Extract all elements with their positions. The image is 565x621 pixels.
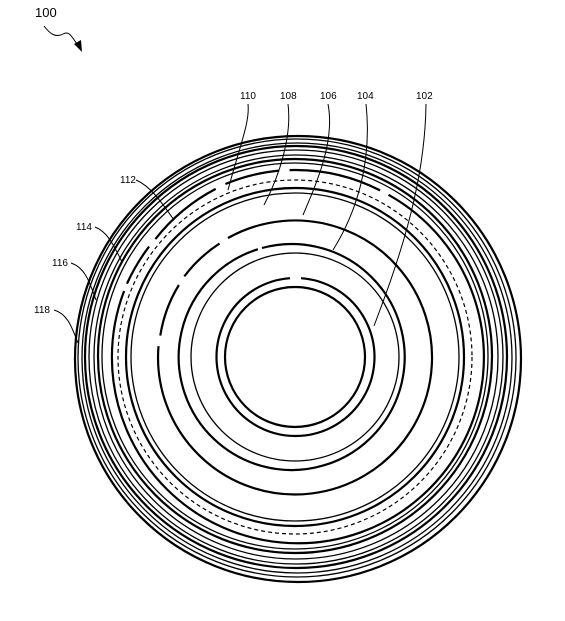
segment-110-3 [224,169,280,186]
label-114: 114 [76,222,92,233]
layer-114-a [101,162,489,550]
ring-104-inner [190,252,400,462]
leader-112 [135,179,175,221]
leader-114 [94,226,123,263]
layer-118-b [81,142,513,574]
layer-116-outer [83,144,509,570]
segmented-layer-110 [110,168,485,545]
leader-110 [227,103,249,191]
segment-110-5 [110,193,485,545]
layer-116-a [88,149,504,565]
label-112: 112 [120,175,136,186]
leader-lines [53,103,427,344]
label-108: 108 [280,91,297,102]
leader-118 [53,309,79,344]
layer-118-a [77,138,517,578]
layer-108-inner [130,192,460,522]
label-104: 104 [357,91,374,102]
dashed-layer-112 [117,179,473,535]
label-118: 118 [34,305,50,316]
layer-108 [124,186,466,528]
leader-108 [263,103,290,206]
label-102: 102 [416,91,433,102]
inner-c-ring-102 [215,277,376,438]
leader-102 [373,103,427,327]
layer-114-outer [96,157,494,555]
label-116: 116 [52,258,68,269]
gapped-ring-104 [177,242,406,472]
figure-number: 100 [35,5,57,20]
segment-106-2 [183,242,221,278]
inner-core-circle [223,285,367,429]
segmented-layer-106 [156,219,434,496]
outer-winding-layers [73,134,523,584]
figure-arrowhead-icon [74,40,82,52]
label-106: 106 [320,91,337,102]
segment-110-1 [125,245,150,285]
label-110: 110 [240,91,256,102]
layer-118-outer [73,134,523,584]
segment-106-1 [159,284,180,336]
figure-arrow-stem [43,25,81,49]
segment-110-4 [289,168,381,192]
leader-116 [70,262,97,301]
leader-106 [302,103,331,216]
segment-106-3 [156,219,434,496]
segment-110-2 [154,187,217,240]
leader-104 [332,103,368,251]
layer-116-b [93,154,499,560]
